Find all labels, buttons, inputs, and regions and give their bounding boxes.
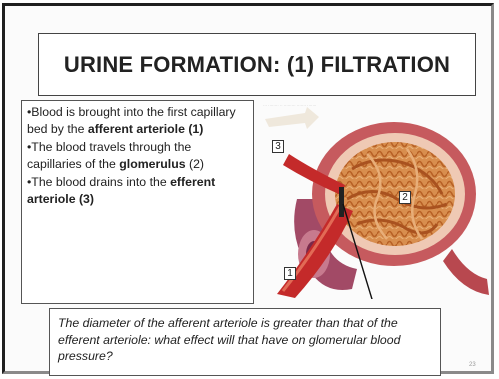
slide-number: 23 [469,362,476,368]
slide-title: URINE FORMATION: (1) FILTRATION [64,52,450,78]
title-box: URINE FORMATION: (1) FILTRATION [38,33,476,96]
label-1: 1 [284,267,296,280]
bullet-item-efferent: •The blood drains into the efferent arte… [27,174,249,207]
label-2: 2 [399,191,411,204]
label-3: 3 [272,140,284,153]
bullet-item-afferent: •Blood is brought into the first capilla… [27,104,249,137]
question-box: The diameter of the afferent arteriole i… [49,308,441,376]
proximal-tubule-shape [443,249,489,295]
bullet-list: •Blood is brought into the first capilla… [21,100,254,304]
bullet-item-glomerulus: •The blood travels through the capillari… [27,139,249,172]
glomerulus-capillaries-shape [335,142,455,246]
slide: URINE FORMATION: (1) FILTRATION •Blood i… [2,3,494,374]
question-text: The diameter of the afferent arteriole i… [58,316,400,363]
pale-arrow-icon [265,107,319,129]
